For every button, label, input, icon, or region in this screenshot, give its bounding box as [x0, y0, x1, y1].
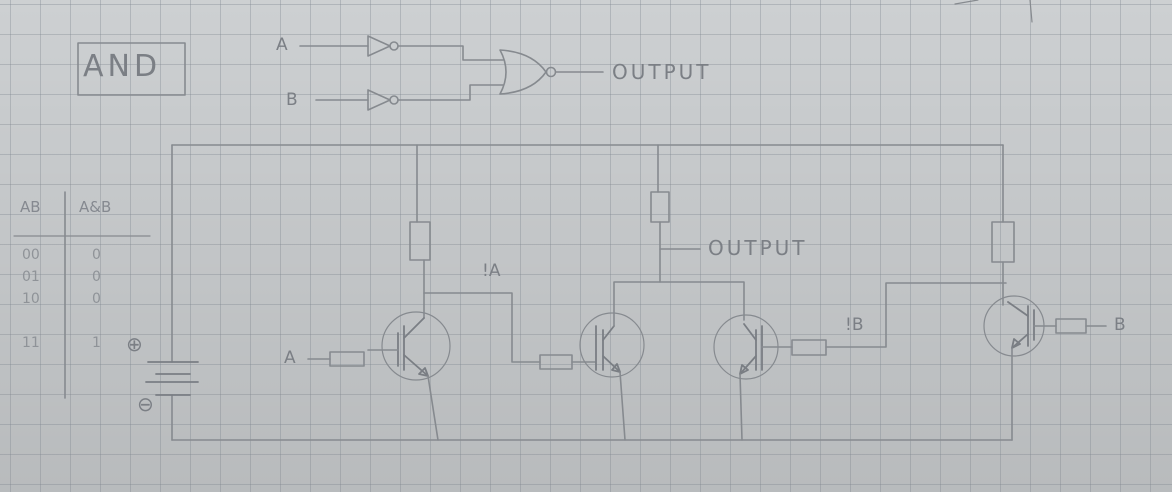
- resistor-not-a: [539, 354, 573, 370]
- gate-output-label: OUTPUT: [612, 60, 712, 84]
- truth-table-lines: [13, 191, 151, 399]
- not-gate-b: [367, 89, 391, 111]
- circuit-not-a-label: !A: [482, 261, 501, 281]
- gate-input-b-label: B: [286, 90, 298, 110]
- wire-a-to-nor: [397, 45, 504, 61]
- resistor-r1: [409, 221, 431, 261]
- transistor-q2: [579, 312, 645, 378]
- truth-table-row-inputs: 00: [22, 247, 40, 263]
- circuit-output-label: OUTPUT: [708, 236, 808, 260]
- nor-gate: [499, 49, 547, 95]
- truth-table-header-result: A&B: [79, 198, 112, 216]
- wire-b-to-nor: [397, 84, 504, 101]
- nor-gate-bubble: [545, 66, 557, 78]
- not-gate-b-bubble: [389, 95, 399, 105]
- truth-table-header-inputs: AB: [20, 198, 41, 216]
- not-b-wire: [825, 282, 1007, 348]
- not-gate-a: [367, 35, 391, 57]
- circuit-not-b-label: !B: [845, 315, 864, 335]
- title-box: [77, 42, 186, 96]
- truth-table-row-result: 1: [92, 335, 101, 351]
- circuit-input-a-label: A: [284, 348, 296, 368]
- truth-table-row-inputs: 10: [22, 291, 40, 307]
- resistor-r2: [650, 191, 670, 223]
- resistor-not-b: [791, 339, 827, 356]
- resistor-r4: [991, 221, 1015, 263]
- not-gate-a-bubble: [389, 41, 399, 51]
- truth-table-row-inputs: 01: [22, 269, 40, 285]
- transistor-circuit: [145, 144, 1107, 441]
- title-text: AND: [83, 49, 162, 84]
- truth-table-row-inputs: 11: [22, 335, 40, 351]
- truth-table-row-result: 0: [92, 247, 101, 263]
- transistor-q1: [381, 311, 451, 381]
- resistor-b-in: [1055, 318, 1087, 334]
- battery-plus-icon: ⊕: [126, 332, 143, 356]
- truth-table-row-result: 0: [92, 269, 101, 285]
- resistor-a-in: [329, 351, 365, 367]
- not-a-wire: [423, 292, 541, 363]
- truth-table-row-result: 0: [92, 291, 101, 307]
- battery: [145, 361, 199, 396]
- circuit-input-b-label: B: [1114, 315, 1126, 335]
- battery-minus-icon: ⊖: [137, 392, 154, 416]
- gate-diagram: [299, 35, 604, 111]
- gate-input-a-label: A: [276, 35, 288, 55]
